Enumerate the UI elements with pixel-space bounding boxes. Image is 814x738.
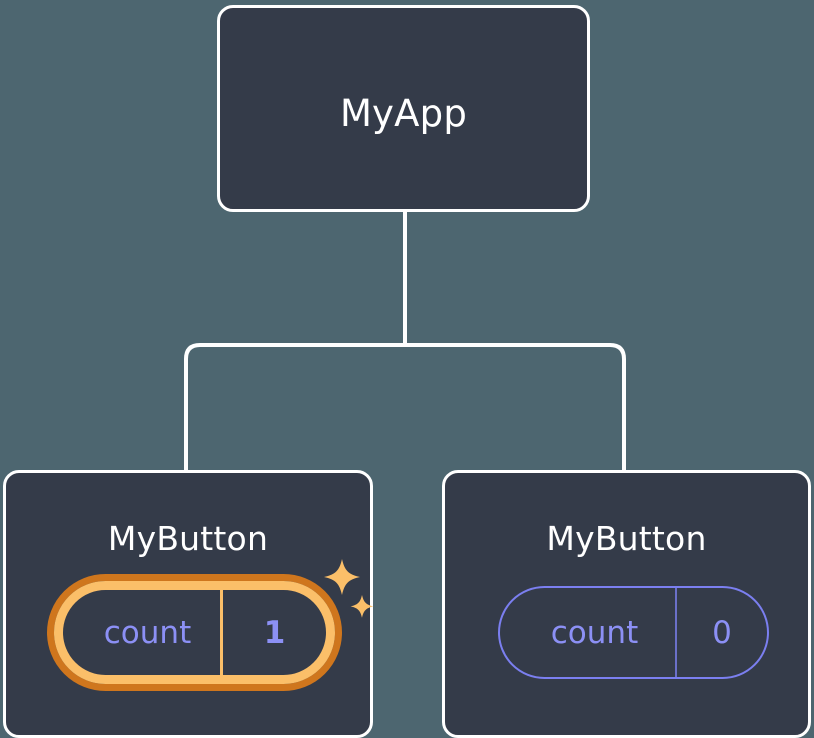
state-key-right: count <box>500 588 677 677</box>
node-myapp[interactable]: MyApp <box>217 5 590 212</box>
state-pill-left-glow-ring <box>47 574 342 691</box>
node-mybutton-left[interactable]: MyButton count 1 <box>3 470 374 738</box>
state-value-left: 1 <box>263 614 286 651</box>
state-pill-left-body: count 1 <box>54 581 335 684</box>
edge-bus-and-drops <box>184 343 626 470</box>
state-key-left: count <box>63 590 223 675</box>
node-mybutton-right-label: MyButton <box>546 519 707 558</box>
state-value-right: 0 <box>712 614 732 651</box>
node-mybutton-left-label: MyButton <box>107 519 269 558</box>
node-myapp-label: MyApp <box>339 92 468 135</box>
state-pill-left-highlighted[interactable]: count 1 <box>47 574 342 691</box>
state-pill-right[interactable]: count 0 <box>498 586 769 679</box>
sparkle-icon-small <box>350 595 374 618</box>
node-mybutton-right[interactable]: MyButton count 0 <box>442 470 811 738</box>
